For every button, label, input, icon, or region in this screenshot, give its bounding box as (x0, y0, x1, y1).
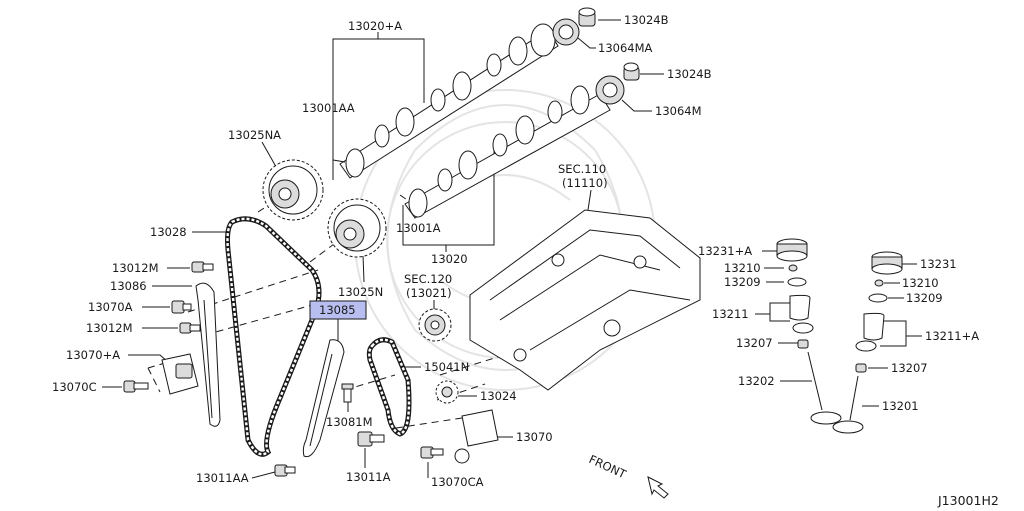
label-sec110: SEC.110 (558, 162, 606, 176)
crank-sprocket (418, 308, 452, 342)
doc-code: J13001H2 (937, 493, 999, 508)
label-13081m: 13081M (326, 415, 373, 429)
label-13201: 13201 (882, 399, 919, 413)
cylinder-head (469, 209, 701, 391)
label-13064ma: 13064MA (598, 41, 653, 55)
label-13028: 13028 (150, 225, 187, 239)
13070a-tensioner (161, 353, 199, 395)
label-13001a: 13001A (396, 221, 441, 235)
label-13210-left: 13210 (724, 261, 761, 275)
13012m-bolt-top (191, 261, 214, 273)
label-13207-left: 13207 (736, 336, 773, 350)
label-13001aa: 13001AA (302, 101, 355, 115)
valve-stack-right (832, 251, 903, 434)
label-13070: 13070 (516, 430, 553, 444)
label-13086: 13086 (110, 279, 147, 293)
13064m-sensor-plate (595, 75, 625, 105)
13025na-sprocket (262, 159, 324, 221)
camshaft-lower (404, 85, 611, 219)
front-arrow-icon (647, 476, 669, 499)
label-15041n: 15041N (424, 360, 469, 374)
13024b-plug-mid (623, 62, 640, 81)
15041n-oil-pump-chain (366, 337, 412, 437)
label-13085: 13085 (319, 303, 356, 317)
label-sec110-sub: (11110) (562, 176, 608, 190)
label-sec120: SEC.120 (404, 272, 452, 286)
label-13231: 13231 (920, 257, 957, 271)
label-13070ca: 13070CA (431, 475, 484, 489)
13012m-bolt-mid (179, 322, 201, 334)
label-13024b-mid: 13024B (667, 67, 712, 81)
label-13070-plus-a: 13070+A (66, 348, 120, 362)
label-sec120-sub: (13021) (406, 286, 452, 300)
label-13012m-top: 13012M (112, 261, 159, 275)
13070ca-bolt (420, 446, 444, 459)
13070c-bolt (123, 380, 149, 393)
label-13020: 13020 (431, 252, 468, 266)
label-13020-a: 13020+A (348, 19, 402, 33)
label-13025na: 13025NA (228, 128, 281, 142)
13011aa-bolt (274, 464, 296, 477)
13028-timing-chain (225, 216, 322, 457)
label-13070c: 13070C (52, 380, 97, 394)
label-13025n: 13025N (338, 285, 383, 299)
label-13209-left: 13209 (724, 275, 761, 289)
label-13202: 13202 (738, 374, 775, 388)
label-13231-a: 13231+A (698, 244, 752, 258)
13064ma-sensor-plate (552, 18, 580, 46)
13024b-plug-top (578, 7, 596, 27)
label-13024b-top: 13024B (624, 13, 669, 27)
13070-oil-pump-tensioner (454, 409, 499, 464)
label-13211: 13211 (712, 307, 749, 321)
label-13070a: 13070A (88, 300, 133, 314)
13086-slack-guide (195, 282, 221, 427)
label-13011aa: 13011AA (196, 471, 249, 485)
valve-stack-left (776, 238, 842, 425)
camshaft-upper (332, 23, 559, 179)
label-13064m: 13064M (655, 104, 702, 118)
13085-highlight-box (309, 300, 367, 320)
13085-tension-guide (302, 339, 345, 458)
label-13209-right: 13209 (906, 291, 943, 305)
label-13024: 13024 (480, 389, 517, 403)
label-13011a: 13011A (346, 470, 391, 484)
label-13012m-mid: 13012M (86, 321, 133, 335)
label-13210-right: 13210 (902, 276, 939, 290)
part-labels: 13020+A 13024B 13064MA 13024B 13064M 130… (52, 13, 999, 508)
label-front: FRONT (587, 452, 629, 482)
13011a-bolt (357, 431, 385, 447)
13025n-sprocket (327, 198, 387, 258)
13024-oil-pump-sprocket (435, 380, 459, 404)
label-13207-right: 13207 (891, 361, 928, 375)
13070a-bolt (171, 300, 192, 314)
13081m-stud (341, 383, 354, 403)
label-13211-a: 13211+A (925, 329, 979, 343)
